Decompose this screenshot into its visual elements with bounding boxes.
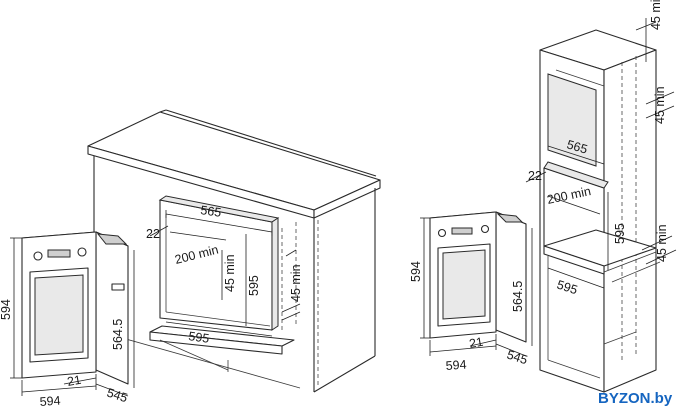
left-niche-front-offset: 22 bbox=[146, 227, 160, 241]
left-niche-width-bottom: 595 bbox=[188, 329, 211, 346]
left-side-vent-label: 45 min bbox=[289, 264, 303, 302]
right-oven-dimensions: 594 594 545 564.5 21 bbox=[409, 217, 533, 373]
right-niche-width-bottom: 595 bbox=[555, 278, 579, 298]
right-back-vent-label: 45 min bbox=[653, 86, 667, 124]
left-oven-body-depth: 564.5 bbox=[111, 319, 125, 350]
left-niche-vent-label: 45 min bbox=[223, 254, 237, 292]
left-oven-dimensions: 594 594 545 564.5 21 bbox=[0, 237, 135, 409]
left-oven bbox=[21, 231, 129, 385]
right-oven-height: 594 bbox=[409, 261, 423, 282]
right-tall-cabinet bbox=[539, 29, 661, 393]
left-oven-depth: 545 bbox=[105, 386, 129, 406]
right-oven-door: 21 bbox=[468, 335, 484, 351]
left-oven-height: 594 bbox=[0, 299, 13, 320]
right-niche-width-top: 565 bbox=[565, 137, 589, 156]
right-niche-height: 595 bbox=[613, 223, 627, 244]
right-top-vent-label: 45 min bbox=[649, 0, 663, 30]
left-oven-door: 21 bbox=[66, 373, 82, 389]
left-niche-width-top: 565 bbox=[200, 203, 223, 220]
right-oven bbox=[429, 211, 527, 343]
left-niche-height: 595 bbox=[247, 275, 261, 296]
right-bottom-vent-label: 45 min bbox=[655, 224, 669, 262]
right-oven-body-depth: 564.5 bbox=[511, 281, 525, 312]
right-oven-width: 594 bbox=[445, 358, 467, 373]
right-niche-front-offset: 22 bbox=[528, 169, 542, 183]
right-oven-depth: 545 bbox=[505, 348, 529, 368]
left-cabinet bbox=[87, 109, 381, 393]
left-oven-width: 594 bbox=[39, 394, 61, 409]
brand-watermark[interactable]: BYZON.by bbox=[598, 390, 673, 407]
